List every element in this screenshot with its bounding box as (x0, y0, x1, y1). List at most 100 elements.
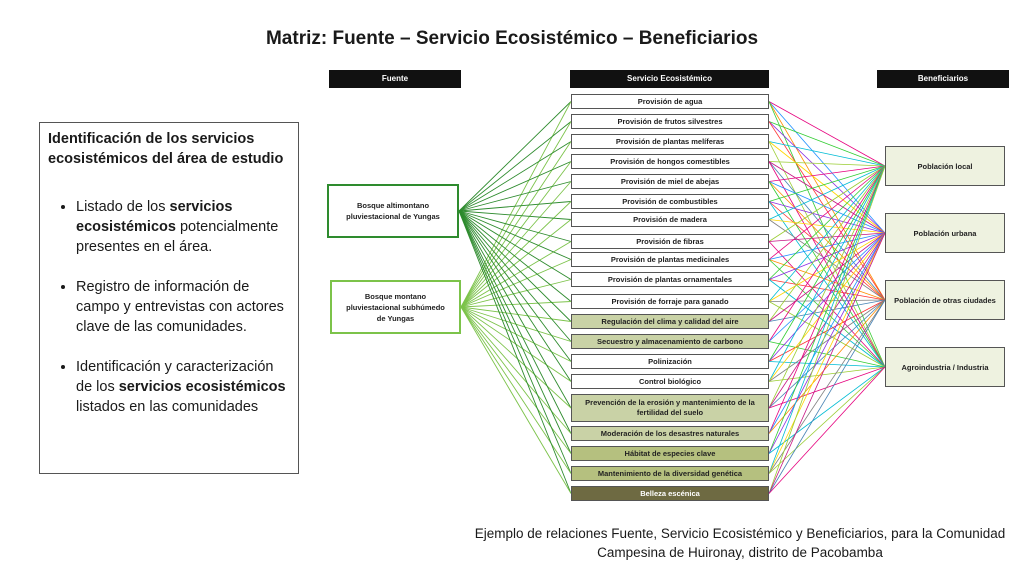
service-beneficiary-link (768, 181, 886, 234)
source-box: Bosque montano pluviestacional subhúmedo… (330, 280, 461, 334)
service-beneficiary-link (768, 165, 886, 220)
service-box: Provisión de plantas medicinales (571, 252, 769, 267)
service-beneficiary-link (768, 121, 886, 167)
service-beneficiary-link (768, 232, 886, 362)
service-beneficiary-link (768, 141, 886, 167)
service-box: Provisión de plantas melíferas (571, 134, 769, 149)
service-beneficiary-link (768, 232, 886, 474)
service-beneficiary-link (768, 165, 886, 322)
service-box: Prevención de la erosión y mantenimiento… (571, 394, 769, 422)
bullet-item: Listado de los servicios ecosistémicos p… (76, 197, 290, 257)
service-beneficiary-link (768, 165, 886, 202)
source-service-link (458, 210, 572, 382)
service-beneficiary-link (768, 219, 886, 301)
service-beneficiary-link (768, 366, 886, 494)
source-service-link (460, 201, 572, 308)
service-box: Regulación del clima y calidad del aire (571, 314, 769, 329)
source-service-link (458, 161, 572, 212)
source-service-link (458, 181, 572, 212)
service-beneficiary-link (768, 232, 886, 382)
source-service-link (458, 210, 572, 474)
textbox-bullet-list: Listado de los servicios ecosistémicos p… (48, 197, 290, 417)
service-beneficiary-link (768, 165, 886, 362)
header-beneficiarios: Beneficiarios (877, 70, 1009, 88)
figure-caption: Ejemplo de relaciones Fuente, Servicio E… (474, 526, 1006, 560)
source-service-link (458, 210, 572, 362)
service-beneficiary-link (768, 259, 886, 301)
service-beneficiary-link (768, 101, 886, 167)
service-beneficiary-link (768, 165, 886, 382)
service-box: Polinización (571, 354, 769, 369)
service-beneficiary-link (768, 232, 886, 434)
source-service-link (458, 210, 572, 260)
service-box: Control biológico (571, 374, 769, 389)
source-service-link (460, 306, 572, 322)
service-beneficiary-link (768, 161, 886, 167)
service-box: Provisión de agua (571, 94, 769, 109)
source-service-link (458, 210, 572, 280)
beneficiary-box: Población urbana (885, 213, 1005, 253)
service-box: Provisión de madera (571, 212, 769, 227)
header-fuente: Fuente (329, 70, 461, 88)
page-title: Matriz: Fuente – Servicio Ecosistémico –… (265, 28, 759, 49)
service-beneficiary-link (768, 181, 886, 301)
service-beneficiary-link (768, 241, 886, 368)
source-service-link (458, 210, 572, 454)
service-box: Belleza escénica (571, 486, 769, 501)
bullet-item: Registro de información de campo y entre… (76, 277, 290, 337)
service-beneficiary-link (768, 299, 886, 434)
service-beneficiary-link (768, 279, 886, 368)
service-beneficiary-link (768, 165, 886, 182)
source-service-link (460, 306, 572, 454)
service-box: Provisión de plantas ornamentales (571, 272, 769, 287)
service-beneficiary-link (768, 232, 886, 322)
service-beneficiary-link (768, 232, 886, 494)
service-beneficiary-link (768, 165, 886, 242)
service-beneficiary-link (768, 165, 886, 454)
service-beneficiary-link (768, 366, 886, 474)
source-service-link (460, 219, 572, 308)
beneficiary-box: Población de otras ciudades (885, 280, 1005, 320)
source-service-link (460, 301, 572, 308)
service-beneficiary-link (768, 232, 886, 280)
service-beneficiary-link (768, 232, 886, 260)
source-service-link (460, 306, 572, 434)
source-service-link (460, 306, 572, 409)
source-service-link (460, 121, 572, 308)
service-beneficiary-link (768, 232, 886, 454)
service-beneficiary-link (768, 201, 886, 301)
service-box: Provisión de forraje para ganado (571, 294, 769, 309)
service-beneficiary-link (768, 259, 886, 368)
service-box: Hábitat de especies clave (571, 446, 769, 461)
service-beneficiary-link (768, 201, 886, 234)
source-service-link (460, 181, 572, 308)
service-beneficiary-link (768, 165, 886, 434)
source-service-link (458, 210, 572, 242)
source-service-link (458, 210, 572, 494)
source-service-link (458, 210, 572, 342)
service-beneficiary-link (768, 165, 886, 494)
source-service-link (460, 141, 572, 308)
study-area-textbox: Identificación de los servicios ecosisté… (39, 122, 299, 474)
service-beneficiary-link (768, 299, 886, 474)
source-service-link (460, 279, 572, 308)
service-beneficiary-link (768, 361, 886, 368)
source-service-link (460, 241, 572, 308)
source-service-link (458, 121, 572, 212)
source-service-link (458, 101, 572, 212)
source-service-link (458, 210, 572, 409)
source-service-link (458, 210, 572, 434)
source-service-link (458, 210, 572, 322)
service-box: Secuestro y almacenamiento de carbono (571, 334, 769, 349)
service-beneficiary-link (768, 165, 886, 260)
source-service-link (458, 210, 572, 302)
service-beneficiary-link (768, 165, 886, 409)
service-beneficiary-link (768, 232, 886, 242)
bullet-item: Identificación y caracterización de los … (76, 357, 290, 417)
service-beneficiary-link (768, 232, 886, 302)
service-box: Provisión de frutos silvestres (571, 114, 769, 129)
source-service-link (458, 201, 572, 212)
source-service-link (460, 161, 572, 308)
service-beneficiary-link (768, 141, 886, 234)
